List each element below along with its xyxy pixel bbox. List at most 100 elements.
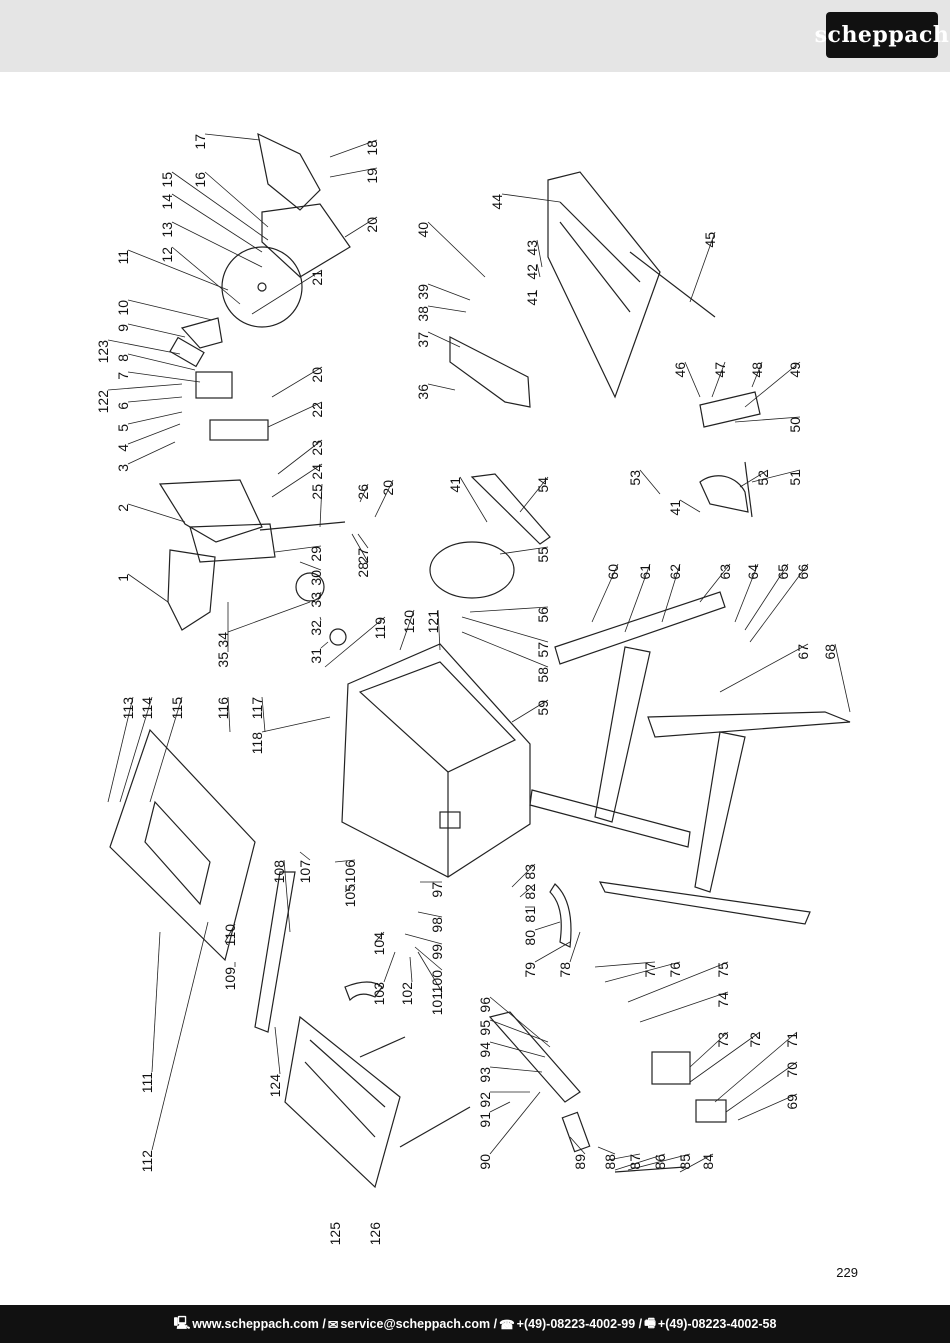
leader-line — [534, 941, 571, 963]
part-callout-label: 70 — [784, 1062, 800, 1078]
extension-insert — [144, 800, 211, 906]
part-callout-label: 30 — [308, 570, 324, 586]
part-callout-label: 45 — [702, 232, 718, 248]
leader-line — [417, 911, 443, 918]
housing-top-opening — [358, 661, 517, 773]
part-callout-label: 2 — [115, 504, 131, 512]
part-callout-label: 13 — [159, 222, 175, 238]
leader-line — [414, 946, 443, 971]
leader-line — [689, 1031, 729, 1068]
pulley — [295, 572, 325, 602]
mitre-gauge — [699, 475, 749, 513]
leader-line — [171, 221, 263, 268]
leader-line — [127, 371, 201, 383]
leader-line — [751, 361, 763, 388]
leader-line — [684, 361, 701, 398]
leader-line — [427, 305, 467, 313]
part-callout-label: 110 — [222, 924, 238, 947]
part-callout-label: 97 — [429, 882, 445, 898]
leader-line — [627, 961, 729, 1003]
part-callout-label: 21 — [309, 270, 325, 286]
leader-line — [404, 933, 443, 945]
part-callout-label: 7 — [115, 372, 131, 380]
saw-blade-hub — [257, 282, 267, 292]
part-callout-label: 75 — [715, 962, 731, 978]
part-callout-label: 56 — [535, 607, 551, 623]
leader-line — [271, 366, 323, 398]
leader-line — [469, 606, 549, 613]
leader-line — [751, 469, 801, 483]
leader-line — [267, 401, 323, 428]
leader-line — [534, 289, 538, 295]
leader-line — [359, 483, 369, 503]
leader-line — [127, 441, 176, 465]
leader-line — [536, 239, 543, 268]
leader-line — [427, 221, 486, 278]
brand-logo-text: scheppach — [814, 22, 950, 48]
guard-bracket — [169, 336, 205, 368]
leader-line — [679, 499, 701, 513]
leader-line — [251, 269, 323, 315]
leader-line — [604, 961, 681, 983]
leader-line — [261, 716, 331, 733]
leader-line — [437, 609, 441, 651]
leader-line — [127, 323, 186, 338]
part-callout-label: 1 — [115, 574, 131, 582]
leader-line — [107, 339, 181, 355]
part-callout-label: 24 — [309, 464, 325, 480]
leader-line — [737, 1093, 798, 1121]
part-callout-label: 38 — [415, 306, 431, 322]
support-arm-2 — [399, 1106, 471, 1148]
part-callout-label: 93 — [477, 1067, 493, 1083]
part-callout-label: 103 — [371, 982, 387, 1006]
part-callout-label: 72 — [747, 1032, 763, 1048]
leader-line — [171, 171, 269, 241]
guide-rail — [254, 871, 296, 1033]
part-callout-label: 71 — [784, 1032, 800, 1048]
leader-line — [127, 299, 213, 321]
part-callout-label: 49 — [787, 362, 803, 378]
leader-line — [283, 859, 291, 933]
part-callout-label: 10 — [115, 300, 131, 316]
part-callout-label: 4 — [115, 444, 131, 452]
mitre-fence — [699, 391, 761, 428]
leader-line — [329, 167, 378, 178]
footer-phone: +(49)-08223-4002-99 / — [516, 1317, 643, 1331]
part-callout-label: 104 — [371, 932, 387, 956]
part-callout-label: 8 — [115, 354, 131, 362]
part-callout-label: 85 — [677, 1154, 693, 1170]
part-callout-label: 50 — [787, 417, 803, 433]
mitre-rail — [744, 461, 753, 518]
part-callout-label: 3 — [115, 464, 131, 472]
leader-line — [734, 563, 759, 623]
leader-line — [329, 139, 378, 158]
support-bar — [629, 251, 716, 318]
part-callout-label: 100 — [429, 970, 445, 994]
email-icon: ✉ — [327, 1317, 339, 1332]
part-callout-label: 112 — [139, 1150, 155, 1173]
frame-cross-member — [647, 711, 851, 738]
part-callout-label: 41 — [667, 500, 683, 516]
part-callout-label: 37 — [415, 332, 431, 348]
bracket-lower — [561, 1111, 591, 1153]
part-callout-label: 57 — [535, 642, 551, 658]
leader-line — [569, 1136, 586, 1155]
part-callout-label: 60 — [605, 564, 621, 580]
part-callout-label: 47 — [712, 362, 728, 378]
frame-top-bar — [554, 591, 726, 665]
leader-line — [427, 383, 456, 391]
part-callout-label: 64 — [745, 564, 761, 580]
part-callout-label: 65 — [775, 564, 791, 580]
leader-line — [639, 469, 661, 495]
leader-line — [127, 396, 183, 403]
leader-line — [107, 696, 134, 803]
part-callout-label: 80 — [522, 930, 538, 946]
leader-line — [171, 193, 263, 253]
part-callout-label: 84 — [700, 1154, 716, 1170]
leader-line — [536, 263, 541, 278]
leader-line — [224, 923, 236, 943]
leader-line — [734, 416, 801, 423]
leader-line — [357, 533, 369, 549]
leader-line — [511, 863, 536, 888]
parallel-guide — [470, 473, 551, 545]
